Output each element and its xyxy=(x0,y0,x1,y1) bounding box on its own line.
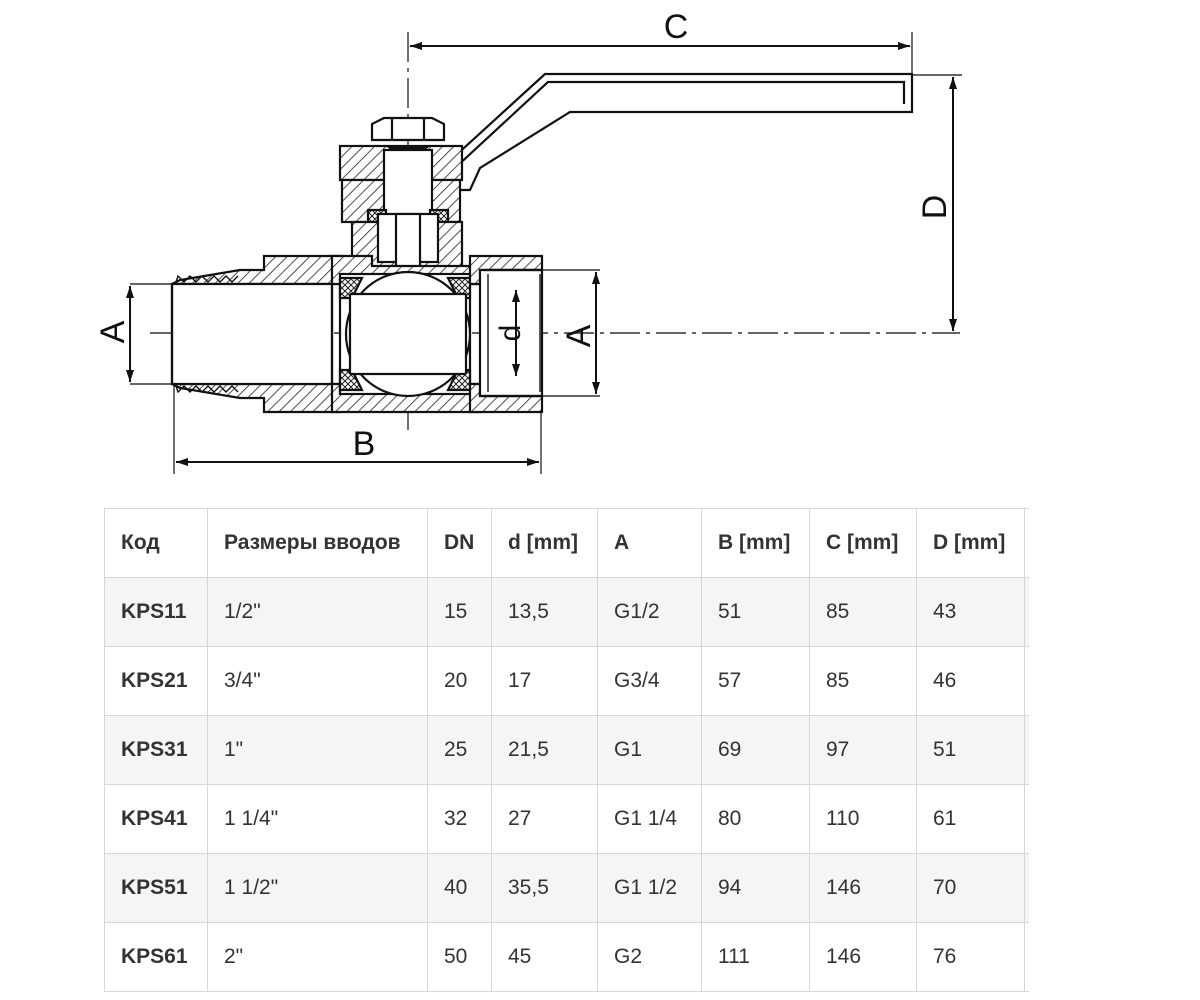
cell-c: 85 xyxy=(809,646,917,716)
cell-a: G1 1/2 xyxy=(597,853,702,923)
cell-c: 110 xyxy=(809,784,917,854)
dimension-label-d-lower: d xyxy=(494,325,527,342)
cell-dn: 50 xyxy=(427,922,492,992)
dimension-label-a-left: A xyxy=(94,320,132,343)
cell-code: KPS61 xyxy=(104,922,208,992)
cell-b: 57 xyxy=(701,646,810,716)
cell-c: 146 xyxy=(809,853,917,923)
dimension-arrows xyxy=(126,42,957,466)
cell-d: 21,5 xyxy=(491,715,598,785)
cell-d-height: 51 xyxy=(916,715,1025,785)
cell-port-size: 1/2" xyxy=(207,577,428,647)
cell-spacer xyxy=(1024,922,1029,992)
cell-dn: 15 xyxy=(427,577,492,647)
table-header-row: Код Размеры вводов DN d [mm] A B [mm] C … xyxy=(104,508,1029,578)
cell-code: KPS31 xyxy=(104,715,208,785)
header-d-height: D [mm] xyxy=(916,508,1025,578)
cell-code: KPS11 xyxy=(104,577,208,647)
table-row: KPS21 3/4" 20 17 G3/4 57 85 46 xyxy=(104,646,1029,716)
lever-handle xyxy=(440,72,914,192)
cell-d-height: 76 xyxy=(916,922,1025,992)
cell-port-size: 1" xyxy=(207,715,428,785)
cell-port-size: 1 1/4" xyxy=(207,784,428,854)
header-code: Код xyxy=(104,508,208,578)
cell-d: 27 xyxy=(491,784,598,854)
cell-port-size: 3/4" xyxy=(207,646,428,716)
cell-d-height: 61 xyxy=(916,784,1025,854)
cell-b: 111 xyxy=(701,922,810,992)
cell-b: 80 xyxy=(701,784,810,854)
cell-dn: 20 xyxy=(427,646,492,716)
cell-a: G2 xyxy=(597,922,702,992)
cell-d-height: 46 xyxy=(916,646,1025,716)
cell-d: 35,5 xyxy=(491,853,598,923)
cell-c: 146 xyxy=(809,922,917,992)
header-d: d [mm] xyxy=(491,508,598,578)
dimensions-table: Код Размеры вводов DN d [mm] A B [mm] C … xyxy=(104,508,1029,992)
cell-spacer xyxy=(1024,853,1029,923)
header-c: C [mm] xyxy=(809,508,917,578)
cell-b: 69 xyxy=(701,715,810,785)
cell-port-size: 1 1/2" xyxy=(207,853,428,923)
cell-a: G1/2 xyxy=(597,577,702,647)
dimension-label-c: C xyxy=(664,8,689,46)
cell-d: 17 xyxy=(491,646,598,716)
cell-b: 94 xyxy=(701,853,810,923)
header-port-size: Размеры вводов xyxy=(207,508,428,578)
cell-dn: 40 xyxy=(427,853,492,923)
dimension-label-b: B xyxy=(353,425,376,463)
dimension-label-a-right: A xyxy=(560,324,598,347)
table-row: KPS61 2" 50 45 G2 111 146 76 xyxy=(104,922,1029,992)
valve-technical-drawing: C B D A A d xyxy=(94,8,962,474)
cell-d: 45 xyxy=(491,922,598,992)
header-a: A xyxy=(597,508,702,578)
cell-b: 51 xyxy=(701,577,810,647)
table-row: KPS41 1 1/4" 32 27 G1 1/4 80 110 61 xyxy=(104,784,1029,854)
cell-c: 85 xyxy=(809,577,917,647)
cell-spacer xyxy=(1024,577,1029,647)
cell-c: 97 xyxy=(809,715,917,785)
cell-d-height: 43 xyxy=(916,577,1025,647)
table-row: KPS31 1" 25 21,5 G1 69 97 51 xyxy=(104,715,1029,785)
cell-spacer xyxy=(1024,646,1029,716)
cell-code: KPS41 xyxy=(104,784,208,854)
valve-stem-assembly xyxy=(338,116,464,282)
cell-spacer xyxy=(1024,715,1029,785)
cell-a: G1 xyxy=(597,715,702,785)
cell-dn: 25 xyxy=(427,715,492,785)
header-dn: DN xyxy=(427,508,492,578)
cell-code: KPS21 xyxy=(104,646,208,716)
cell-a: G3/4 xyxy=(597,646,702,716)
cell-code: KPS51 xyxy=(104,853,208,923)
dimension-label-d-upper: D xyxy=(916,195,954,220)
cell-a: G1 1/4 xyxy=(597,784,702,854)
header-b: B [mm] xyxy=(701,508,810,578)
table-row: KPS51 1 1/2" 40 35,5 G1 1/2 94 146 70 xyxy=(104,853,1029,923)
cell-spacer xyxy=(1024,784,1029,854)
cell-d: 13,5 xyxy=(491,577,598,647)
table-row: KPS11 1/2" 15 13,5 G1/2 51 85 43 xyxy=(104,577,1029,647)
cell-dn: 32 xyxy=(427,784,492,854)
cell-port-size: 2" xyxy=(207,922,428,992)
header-spacer xyxy=(1024,508,1029,578)
cell-d-height: 70 xyxy=(916,853,1025,923)
valve-body xyxy=(170,254,544,414)
